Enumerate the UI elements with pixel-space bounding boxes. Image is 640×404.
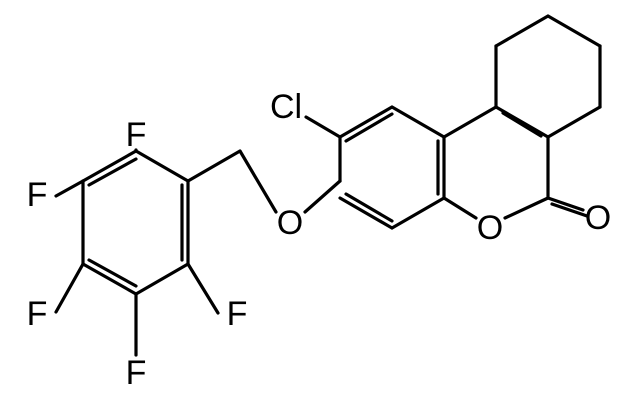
bond-line: [338, 196, 394, 230]
bond-line: [442, 196, 478, 220]
atom-label-ring-o: O: [477, 209, 503, 247]
bond-line: [238, 149, 278, 214]
bond-line: [344, 192, 394, 223]
bond-line: [494, 105, 550, 139]
atom-label-carbonyl-o: O: [585, 199, 611, 237]
bonds-group: [54, 14, 602, 357]
atom-label-f-right: F: [227, 295, 248, 333]
bond-line: [186, 149, 242, 183]
bond-line: [546, 196, 585, 212]
bond-line: [186, 262, 220, 315]
atom-label-cl: Cl: [270, 88, 302, 126]
bond-line: [503, 196, 550, 220]
bond-line: [87, 258, 138, 288]
atom-label-ether-o: O: [277, 204, 303, 242]
bond-line: [81, 149, 138, 183]
bond-line: [546, 105, 602, 139]
bond-line: [81, 262, 138, 296]
bond-line: [344, 112, 394, 143]
atom-label-f-lower-left: F: [27, 295, 48, 333]
atom-label-f-bottom: F: [126, 354, 147, 392]
bond-line: [54, 262, 85, 314]
bond-line: [54, 179, 85, 198]
bond-line: [390, 105, 446, 139]
bond-line: [304, 115, 342, 139]
bond-line: [550, 202, 589, 218]
atom-label-f-upper-left: F: [27, 176, 48, 214]
bond-line: [546, 14, 602, 48]
bond-line: [501, 111, 543, 138]
bond-line: [338, 105, 394, 139]
bond-line: [494, 14, 550, 48]
atom-labels-group: Cl O O O F F F F F: [27, 88, 612, 392]
bond-line: [134, 262, 190, 296]
bond-line: [390, 196, 446, 230]
bond-line: [87, 157, 138, 187]
bond-line: [303, 179, 342, 214]
bond-line: [134, 149, 190, 183]
atom-label-f-top: F: [126, 116, 147, 154]
bond-line: [442, 105, 498, 139]
